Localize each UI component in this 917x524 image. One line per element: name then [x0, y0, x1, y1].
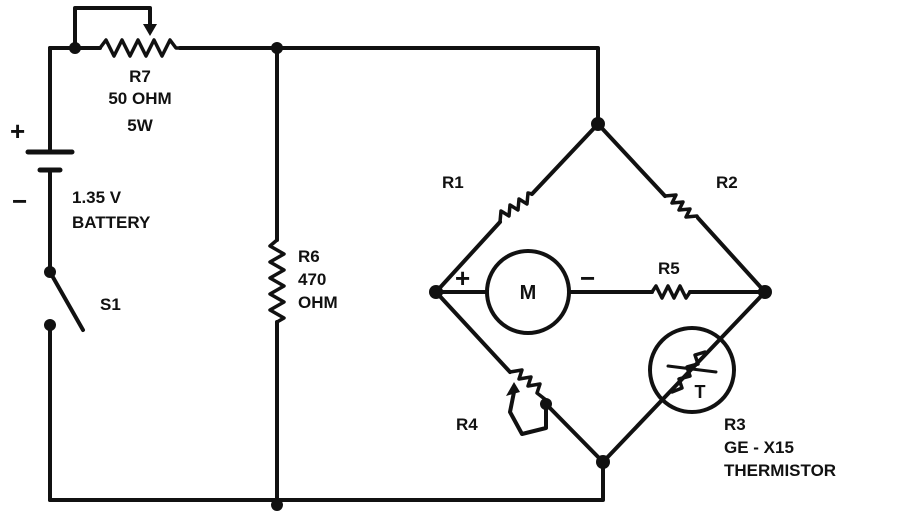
r7-resistor: [98, 38, 182, 58]
r2-resistor: [663, 193, 700, 220]
top-rail-wire-right: [178, 46, 600, 124]
meter-minus-label: −: [580, 263, 595, 293]
r5-label: R5: [658, 259, 680, 278]
r1-label: R1: [442, 173, 464, 192]
r2-arm-lower: [696, 216, 767, 294]
bottom-rail-wire: [48, 460, 605, 502]
r7-value-label: 50 OHM: [108, 89, 171, 108]
meter-plus-label: +: [455, 263, 470, 293]
r2-label: R2: [716, 173, 738, 192]
r4-resistor: [508, 368, 548, 402]
r1-arm-upper: [530, 122, 600, 196]
meter-m-symbol: M: [520, 282, 537, 304]
r7-rating-label: 5W: [127, 116, 153, 135]
r3-thermistor-slash: [666, 364, 718, 374]
junction-nodes: [44, 42, 772, 511]
r4-label: R4: [456, 415, 478, 434]
node-bridge-bottom: [596, 455, 610, 469]
r4-arm-lower: [544, 402, 605, 464]
r4-adjust-arrow-icon: [506, 382, 520, 396]
r7-wiper-arrow-icon: [143, 24, 157, 36]
battery-plus-label: +: [10, 116, 25, 146]
switch-s1: [48, 270, 85, 332]
node-top-r6: [271, 42, 283, 54]
r4-arm-upper: [434, 290, 512, 374]
r1-arm-lower: [434, 220, 502, 294]
r3-desc-label: THERMISTOR: [724, 461, 836, 480]
r5-resistor: [650, 284, 692, 300]
wiring: [48, 6, 605, 507]
r4-adjust-loop: [508, 390, 548, 436]
r1-resistor: [498, 191, 534, 224]
battery-minus-label: −: [12, 186, 27, 216]
node-bottom-r6: [271, 499, 283, 511]
r3-thermistor-element: [670, 350, 707, 394]
battery-voltage-label: 1.35 V: [72, 188, 122, 207]
switch-s1-blade: [48, 270, 85, 332]
r3-type-label: GE - X15: [724, 438, 794, 457]
node-switch-bottom: [44, 319, 56, 331]
r7-name-label: R7: [129, 67, 151, 86]
labels: R7 50 OHM 5W + − 1.35 V BATTERY S1 R6 47…: [10, 67, 836, 480]
s1-label: S1: [100, 295, 121, 314]
bridge: [434, 122, 767, 464]
node-switch-top: [44, 266, 56, 278]
r7-wiper-loop: [73, 6, 152, 50]
battery-symbol: [25, 149, 75, 173]
r3-thermistor-circle: [648, 326, 736, 414]
r2-arm-upper: [596, 122, 667, 198]
r6-value-label: 470: [298, 270, 326, 289]
r6-unit-label: OHM: [298, 293, 338, 312]
r6-name-label: R6: [298, 247, 320, 266]
node-bridge-top: [591, 117, 605, 131]
node-r4-wiper: [540, 398, 552, 410]
node-bridge-left: [429, 285, 443, 299]
node-bridge-right: [758, 285, 772, 299]
r3-name-label: R3: [724, 415, 746, 434]
r3-t-symbol: T: [695, 382, 706, 402]
battery-name-label: BATTERY: [72, 213, 151, 232]
r6-resistor: [268, 238, 286, 324]
node-top-left: [69, 42, 81, 54]
